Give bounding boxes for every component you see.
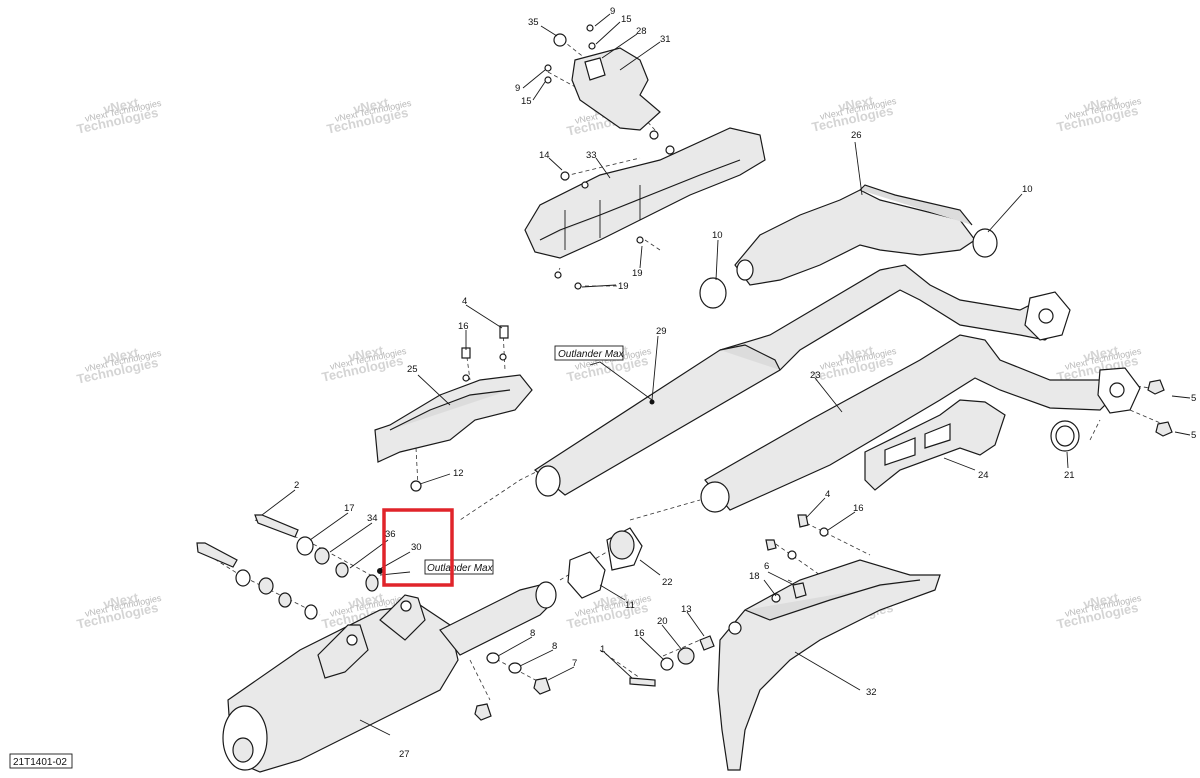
part-label-20: 20 <box>657 616 668 627</box>
small-heat-shield <box>374 325 533 492</box>
part-label-30: 30 <box>411 542 422 553</box>
part-label-12: 12 <box>453 468 464 479</box>
watermark: vNext <box>592 590 630 612</box>
diagram-code-text: 21T1401-02 <box>13 757 67 768</box>
watermark: vNext <box>102 95 140 117</box>
part-label-2: 2 <box>294 480 299 491</box>
part-label-9: 9 <box>515 83 520 94</box>
part-label-35: 35 <box>528 17 539 28</box>
muffler-heat-shield <box>524 127 766 290</box>
part-label-16: 16 <box>853 503 864 514</box>
part-label-29: 29 <box>656 326 667 337</box>
part-label-27: 27 <box>399 749 410 760</box>
part-label-24: 24 <box>978 470 989 481</box>
diagram-code: 21T1401-02 <box>9 753 73 769</box>
part-label-17: 17 <box>344 503 355 514</box>
variant-callout-lower: Outlander Max <box>424 559 494 575</box>
watermark: vNext <box>1082 343 1120 365</box>
hardware-left <box>196 514 383 620</box>
part-label-5: 5 <box>1191 430 1196 441</box>
part-label-14: 14 <box>539 150 550 161</box>
watermark: vNext <box>352 95 390 117</box>
part-label-28: 28 <box>636 26 647 37</box>
watermark: vNext <box>837 93 875 115</box>
part-label-16: 16 <box>458 321 469 332</box>
watermark: vNext <box>1082 93 1120 115</box>
variant-callout-upper: Outlander Max <box>554 345 655 405</box>
header-pipe-upper <box>533 264 1071 497</box>
part-label-26: 26 <box>851 130 862 141</box>
watermark: vNext <box>102 590 140 612</box>
part-labels: 35 9 15 28 31 9 15 14 33 19 19 26 10 10 … <box>294 6 1196 760</box>
part-label-9: 9 <box>610 6 615 17</box>
part-label-13: 13 <box>681 604 692 615</box>
watermark: vNext <box>347 590 385 612</box>
part-label-25: 25 <box>407 364 418 375</box>
part-label-15: 15 <box>521 96 532 107</box>
part-label-34: 34 <box>367 513 378 524</box>
watermark: vNext <box>102 345 140 367</box>
part-label-11: 11 <box>625 600 635 611</box>
part-label-10: 10 <box>712 230 723 241</box>
part-label-22: 22 <box>662 577 673 588</box>
variant-label: Outlander Max <box>427 563 494 574</box>
lower-heat-shield <box>717 514 941 771</box>
part-label-5: 5 <box>1191 393 1196 404</box>
part-label-33: 33 <box>586 150 597 161</box>
part-label-36: 36 <box>385 529 396 540</box>
hardware-bottom <box>474 635 715 721</box>
catalyst-pipe <box>699 184 998 309</box>
part-label-1: 1 <box>600 644 605 655</box>
watermark: vNext <box>837 343 875 365</box>
header-pipe-lower <box>700 334 1141 513</box>
part-label-7: 7 <box>572 658 577 669</box>
part-label-19: 19 <box>632 268 643 279</box>
part-label-31: 31 <box>660 34 671 45</box>
part-label-10: 10 <box>1022 184 1033 195</box>
part-label-8: 8 <box>530 628 535 639</box>
part-label-32: 32 <box>866 687 877 698</box>
part-label-16: 16 <box>634 628 645 639</box>
part-label-8: 8 <box>552 641 557 652</box>
clamp-and-sleeve <box>567 527 643 599</box>
watermark: vNext <box>347 343 385 365</box>
part-label-15: 15 <box>621 14 632 25</box>
part-label-21: 21 <box>1064 470 1075 481</box>
muffler <box>222 581 557 773</box>
watermark: vNext <box>1082 590 1120 612</box>
part-label-4: 4 <box>462 296 467 307</box>
part-label-6: 6 <box>764 561 769 572</box>
highlight-box <box>382 508 454 587</box>
bracket-24 <box>864 399 1006 491</box>
upper-bracket-shield <box>544 24 675 155</box>
variant-label: Outlander Max <box>558 349 625 360</box>
part-label-23: 23 <box>810 370 821 381</box>
part-label-19: 19 <box>618 281 629 292</box>
gasket-and-nuts <box>1050 379 1173 452</box>
part-label-18: 18 <box>749 571 760 582</box>
part-label-4: 4 <box>825 489 830 500</box>
